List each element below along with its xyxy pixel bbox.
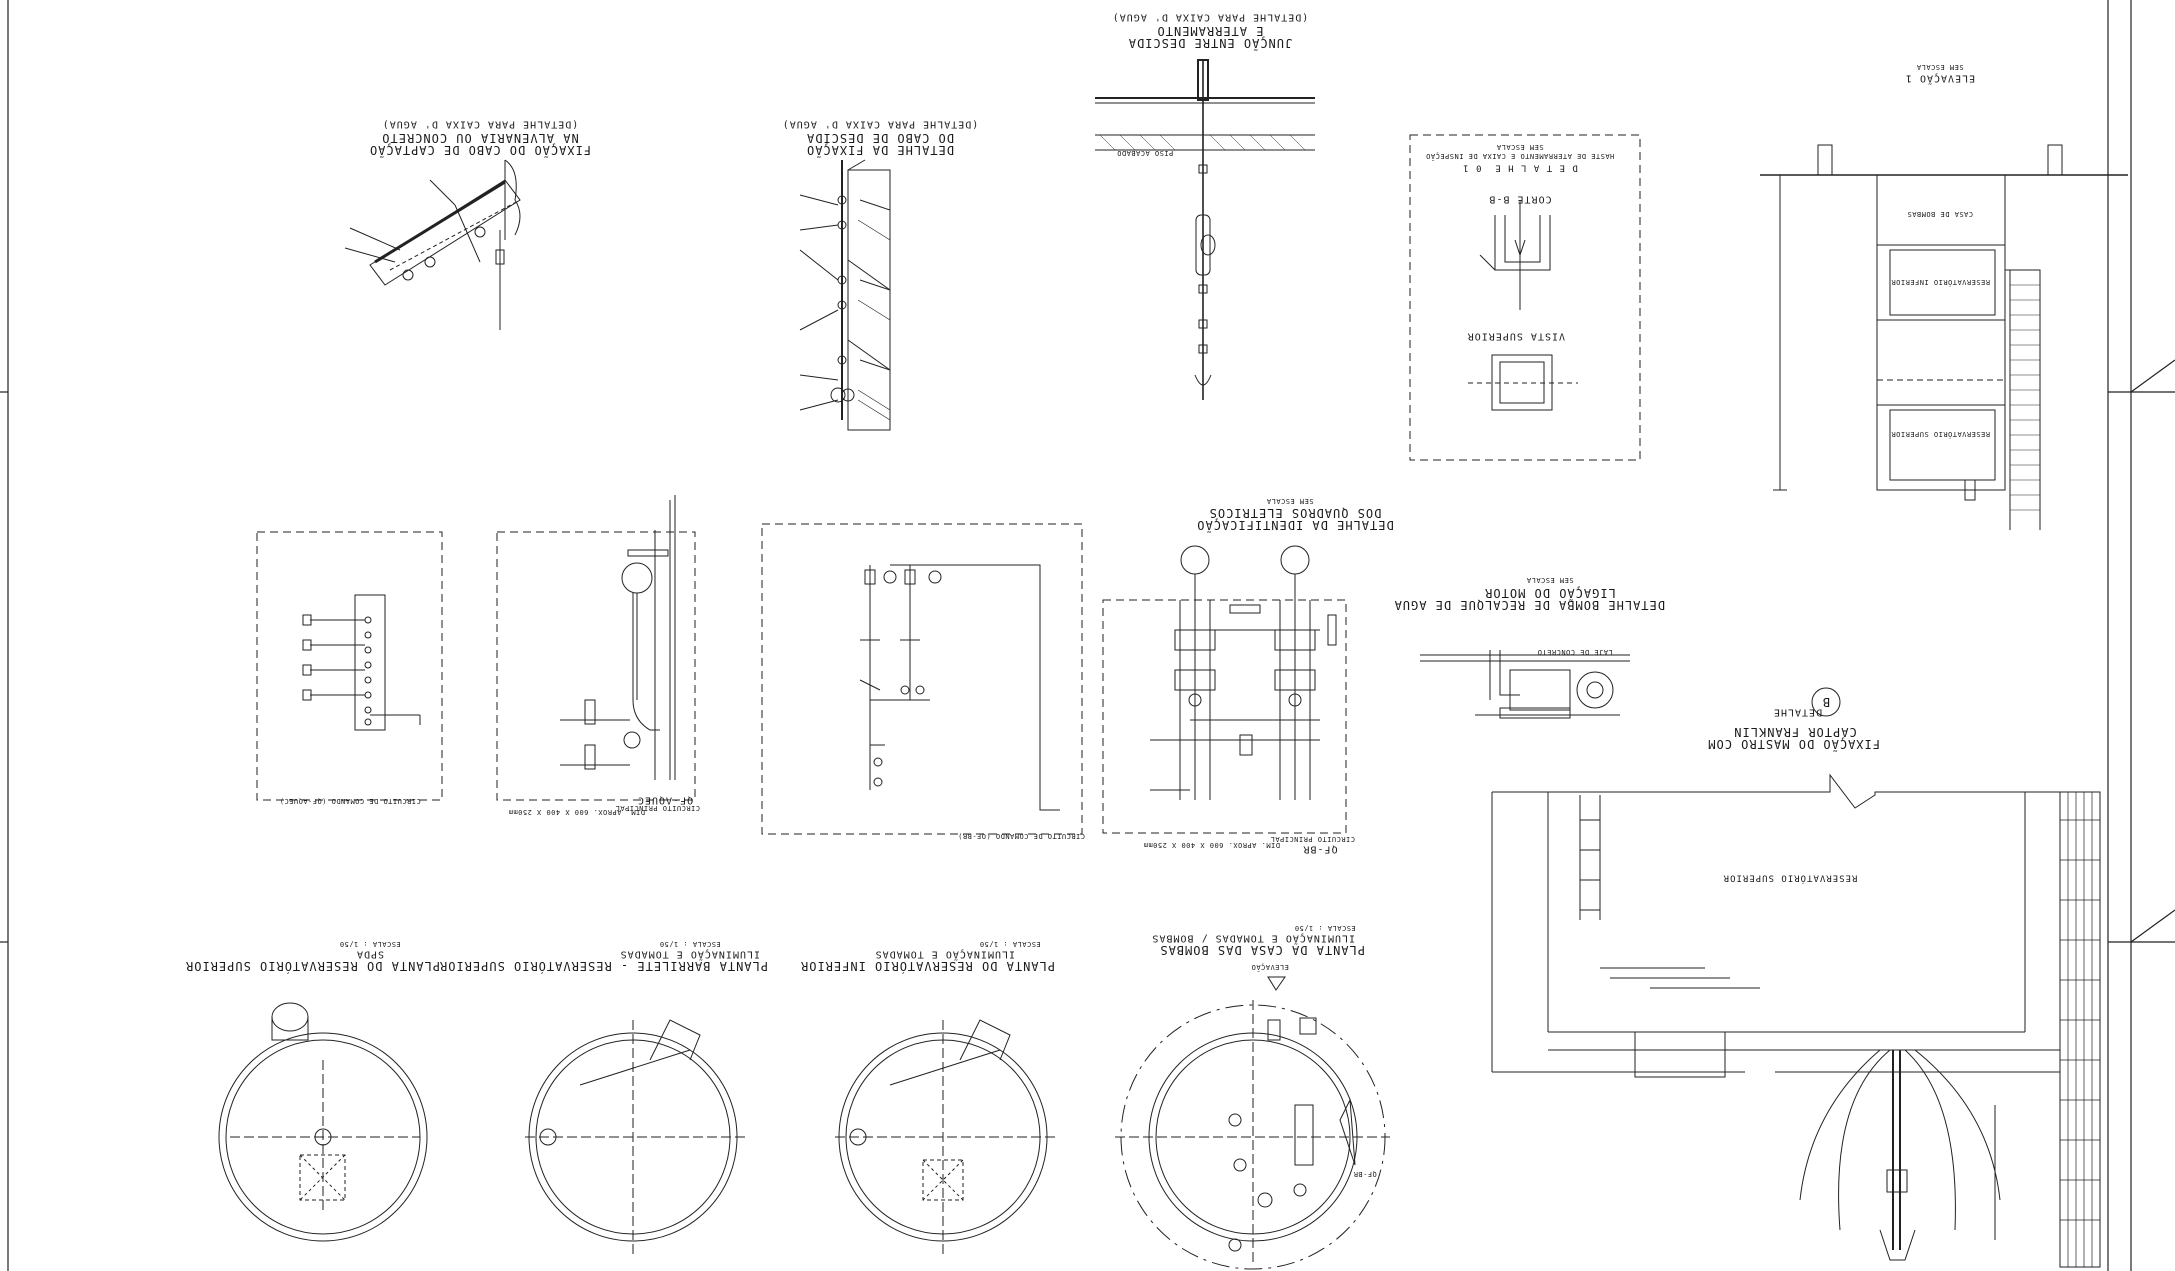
captacao-line2: NA ALVENARIA OU CONCRETO (381, 130, 579, 145)
qf-br-dim: DIM. APROX. 600 X 400 X 250mm (1143, 841, 1280, 850)
elevacao-title: ELEVAÇÃO 1 (1904, 72, 1976, 84)
plan-4-qf-tag: QF-BR (1353, 1170, 1377, 1179)
quadros-scale: SEM ESCALA (1266, 497, 1314, 506)
motor-line2: LIGAÇÃO DO MOTOR (1484, 585, 1616, 600)
detalhe01-scale: SEM ESCALA (1496, 143, 1544, 152)
mastro-line2: CAPTOR FRANKLIN (1733, 724, 1857, 739)
motor-scale: SEM ESCALA (1526, 576, 1574, 585)
comando-br-diagram (761, 523, 1083, 835)
plan-1-sub: SPDA (355, 948, 385, 960)
plan-4-sub: ILUMINAÇÃO E TOMADAS / BOMBAS (1151, 932, 1355, 944)
plan-1-scale: ESCALA : 1/50 (339, 940, 401, 949)
detail-descida-drawing (799, 159, 891, 431)
motor-drawing (1420, 650, 1630, 719)
qf-aquec-dim: DIM. APROX. 600 X 400 X 250mm (508, 808, 645, 817)
juncao-line2: E ATERRAMENTO (1156, 23, 1264, 38)
elevacao-res-inferior: RESERVATÓRIO INFERIOR (1890, 278, 1990, 287)
plan-4-elevacao-tag: ELEVAÇÃO (1251, 963, 1289, 972)
comando-aquec-diagram (256, 531, 443, 801)
detail-juncao-drawing (1095, 59, 1315, 400)
captacao-line3: (DETALHE PARA CAIXA D' AGUA) (381, 118, 579, 130)
detalhe01-corte: CORTE B-B (1488, 193, 1552, 205)
plan-1-drawing (218, 1002, 428, 1242)
plan-1-title: PLANTA DO RESERVATÓRIO SUPERIOR (185, 958, 440, 973)
juncao-line3: (DETALHE PARA CAIXA D' AGUA) (1111, 11, 1309, 23)
motor-laje: LAJE DE CONCRETO (1537, 648, 1613, 657)
plan-2-drawing (525, 1019, 745, 1255)
plan-3-scale: ESCALA : 1/50 (979, 940, 1041, 949)
qf-br-sub: CIRCUITO PRINCIPAL (1270, 835, 1355, 844)
circuito-comando-aquec: CIRCUITO DE COMANDO (QF-AQUEC) (279, 797, 421, 806)
qf-aquec-diagram (496, 495, 696, 801)
detail-captacao-drawing (344, 159, 521, 330)
detail-01-drawing (1409, 134, 1641, 461)
qf-br-diagram (1102, 545, 1347, 834)
plan-4-drawing (1115, 976, 1390, 1270)
plan-2-sub: ILUMINAÇÃO E TOMADAS (619, 948, 760, 960)
detail-elevacao-drawing (1760, 144, 2128, 530)
mastro-label: DETALHE (1772, 706, 1823, 718)
elevacao-res-superior: RESERVATÓRIO SUPERIOR (1890, 430, 1990, 439)
plan-4-title: PLANTA DA CASA DAS BOMBAS (1159, 942, 1365, 957)
descida-line2: DO CABO DE DESCIDA (805, 130, 955, 145)
plan-3-drawing (835, 1019, 1055, 1255)
plan-2-title: PLANTA BARRILETE - RESERVATÓRIO SUPERIOR (439, 958, 768, 973)
detalhe01-vista: VISTA SUPERIOR (1466, 330, 1565, 342)
detalhe01-line2: HASTE DE ATERRAMENTO E CAIXA DE INSPEÇÃO (1425, 152, 1615, 161)
elevacao-casa-bombas: CASA DE BOMBAS (1907, 210, 1974, 219)
plan-3-title: PLANTA DO RESERVATÓRIO INFERIOR (800, 958, 1055, 973)
qf-br-name: QF-BR (1302, 843, 1338, 855)
plan-4-scale: ESCALA : 1/50 (1294, 924, 1356, 933)
quadros-line2: DOS QUADROS ELETRICOS (1208, 505, 1382, 520)
mastro-letter: B (1821, 694, 1831, 709)
circuito-comando-br: CIRCUITO DE COMANDO (QF-BR) (957, 832, 1085, 841)
mastro-drawing (1491, 687, 2101, 1268)
plan-2-scale: ESCALA : 1/50 (659, 940, 721, 949)
plan-3-sub: ILUMINAÇÃO E TOMADAS (874, 948, 1015, 960)
descida-line3: (DETALHE PARA CAIXA D' AGUA) (781, 118, 979, 130)
mastro-reservatorio: RESERVATÓRIO SUPERIOR (1722, 872, 1858, 883)
detalhe01-title: D E T A L H E 0 1 (1462, 162, 1578, 173)
qf-aquec-name: QF-AQUEC (636, 794, 694, 806)
elevacao-scale: SEM ESCALA (1916, 63, 1964, 72)
juncao-piso: PISO ACABADO (1116, 149, 1174, 158)
